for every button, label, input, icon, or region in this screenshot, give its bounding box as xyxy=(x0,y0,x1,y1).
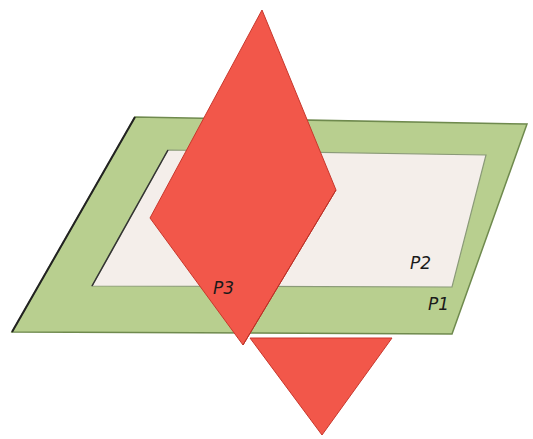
plane-label: P3 xyxy=(213,280,234,297)
plane-label: P1 xyxy=(428,296,449,313)
intersection-line xyxy=(243,190,336,345)
plane-p1-edge xyxy=(12,117,135,332)
plane-p3-lower xyxy=(250,338,392,435)
plane-label: P2 xyxy=(410,255,431,272)
plane-p3-upper xyxy=(150,10,336,345)
